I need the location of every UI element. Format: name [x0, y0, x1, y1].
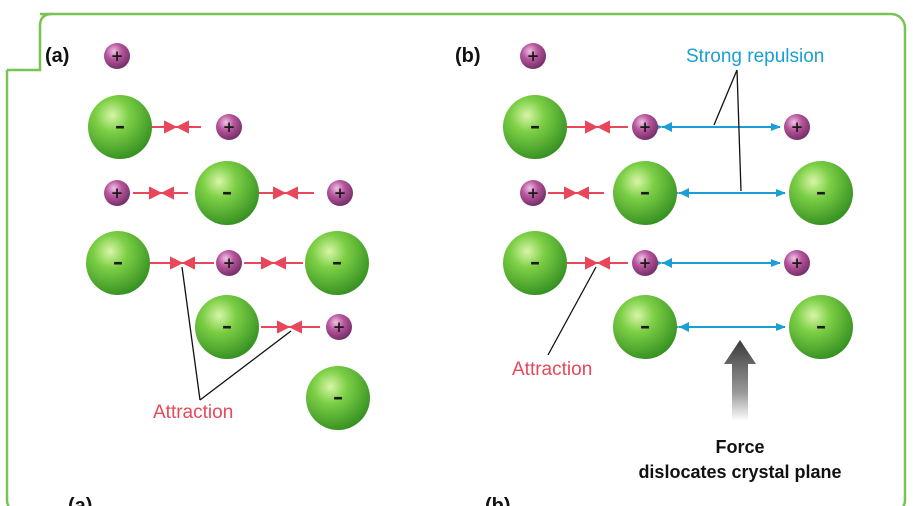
svg-text:–: –	[640, 180, 650, 204]
force-label: Force	[715, 437, 764, 457]
panel-b-pointers	[547, 69, 742, 356]
cation: +	[216, 250, 242, 276]
anion: –	[613, 295, 677, 359]
anion: –	[503, 95, 567, 159]
cut-label-a: (a)	[68, 495, 92, 506]
svg-text:+: +	[639, 118, 652, 136]
panel-a-attraction-pointers	[181, 266, 292, 401]
svg-text:–: –	[530, 250, 540, 274]
svg-text:–: –	[115, 114, 125, 138]
cation: +	[520, 180, 546, 206]
cation: +	[326, 314, 352, 340]
cation: +	[784, 114, 810, 140]
svg-text:+: +	[527, 184, 540, 202]
anion: –	[789, 295, 853, 359]
svg-text:–: –	[113, 250, 123, 274]
svg-text:–: –	[816, 180, 826, 204]
anion: –	[306, 366, 370, 430]
anion: –	[195, 161, 259, 225]
anion: –	[305, 231, 369, 295]
cation: +	[216, 114, 242, 140]
cut-label-b: (b)	[485, 495, 511, 506]
panel-b-attraction-arrows	[548, 120, 628, 270]
svg-text:+: +	[333, 318, 346, 336]
panel-b-repulsion-arrows	[653, 123, 786, 331]
svg-text:+: +	[527, 47, 540, 65]
anion: –	[613, 161, 677, 225]
panel-a-attraction-label: Attraction	[153, 402, 233, 423]
cation: +	[327, 180, 353, 206]
svg-text:+: +	[223, 118, 236, 136]
cation: +	[784, 250, 810, 276]
anion: –	[503, 231, 567, 295]
svg-text:–: –	[222, 180, 232, 204]
cation: +	[104, 43, 130, 69]
svg-text:–: –	[222, 314, 232, 338]
strong-repulsion-label: Strong repulsion	[686, 46, 824, 67]
frame-corner-mask	[0, 0, 40, 70]
svg-text:+: +	[223, 254, 236, 272]
svg-text:+: +	[791, 254, 804, 272]
anion: –	[88, 95, 152, 159]
svg-text:+: +	[111, 184, 124, 202]
frame-corner-line	[7, 12, 53, 72]
panel-b-label: (b)	[455, 45, 481, 67]
panel-a-label: (a)	[45, 45, 69, 67]
svg-text:–: –	[333, 385, 343, 409]
panel-b-repulsion-left-heads	[662, 122, 689, 332]
panel-b-attraction-label: Attraction	[512, 359, 592, 380]
force-arrow-icon	[724, 340, 756, 421]
cation: +	[632, 250, 658, 276]
svg-text:+: +	[111, 47, 124, 65]
svg-text:+: +	[791, 118, 804, 136]
cation: +	[632, 114, 658, 140]
force-caption: dislocates crystal plane	[638, 462, 841, 482]
cation: +	[104, 180, 130, 206]
svg-text:+: +	[334, 184, 347, 202]
svg-text:–: –	[332, 250, 342, 274]
svg-text:–: –	[530, 114, 540, 138]
svg-text:–: –	[640, 314, 650, 338]
anion: –	[86, 231, 150, 295]
panel-a-attraction-arrows	[133, 120, 320, 334]
anion: –	[789, 161, 853, 225]
panel-frame	[5, 12, 907, 506]
svg-text:+: +	[639, 254, 652, 272]
anion: –	[195, 295, 259, 359]
svg-text:–: –	[816, 314, 826, 338]
cation: +	[520, 43, 546, 69]
